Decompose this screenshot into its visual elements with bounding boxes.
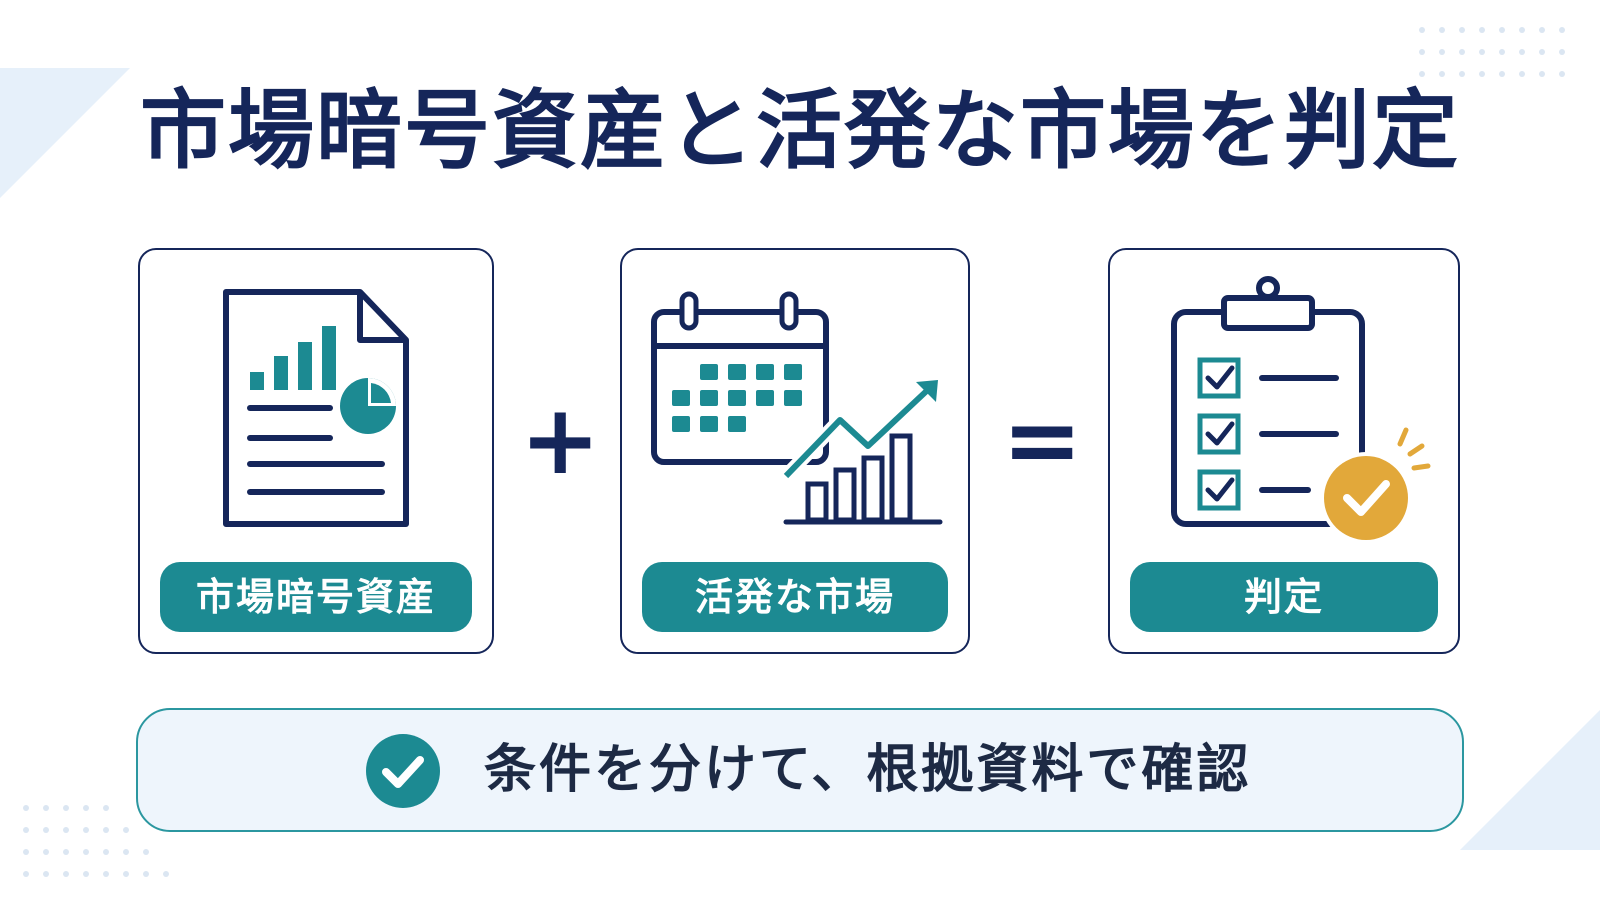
card-crypto-asset: 市場暗号資産 [138,248,494,654]
summary-box: 条件を分けて、根拠資料で確認 [136,708,1464,832]
equals-sign: = [1002,384,1083,496]
decorative-dots-top-right [1419,27,1565,77]
page-title: 市場暗号資産と活発な市場を判定 [140,81,1460,181]
card-judgement: 判定 [1108,248,1460,654]
check-circle-icon [366,734,440,808]
card-label: 判定 [1130,562,1438,632]
decorative-triangle-top-left [0,68,130,198]
clipboard-checklist-approved-icon [1171,276,1431,542]
calendar-growth-chart-icon [651,291,943,525]
financial-report-document-icon [223,289,409,527]
card-active-market: 活発な市場 [620,248,970,654]
decorative-triangle-bottom-right [1460,710,1600,850]
plus-sign: + [520,384,601,496]
card-label: 活発な市場 [642,562,948,632]
summary-text: 条件を分けて、根拠資料で確認 [484,740,1252,800]
card-label: 市場暗号資産 [160,562,472,632]
decorative-dots-bottom-left [23,805,169,877]
